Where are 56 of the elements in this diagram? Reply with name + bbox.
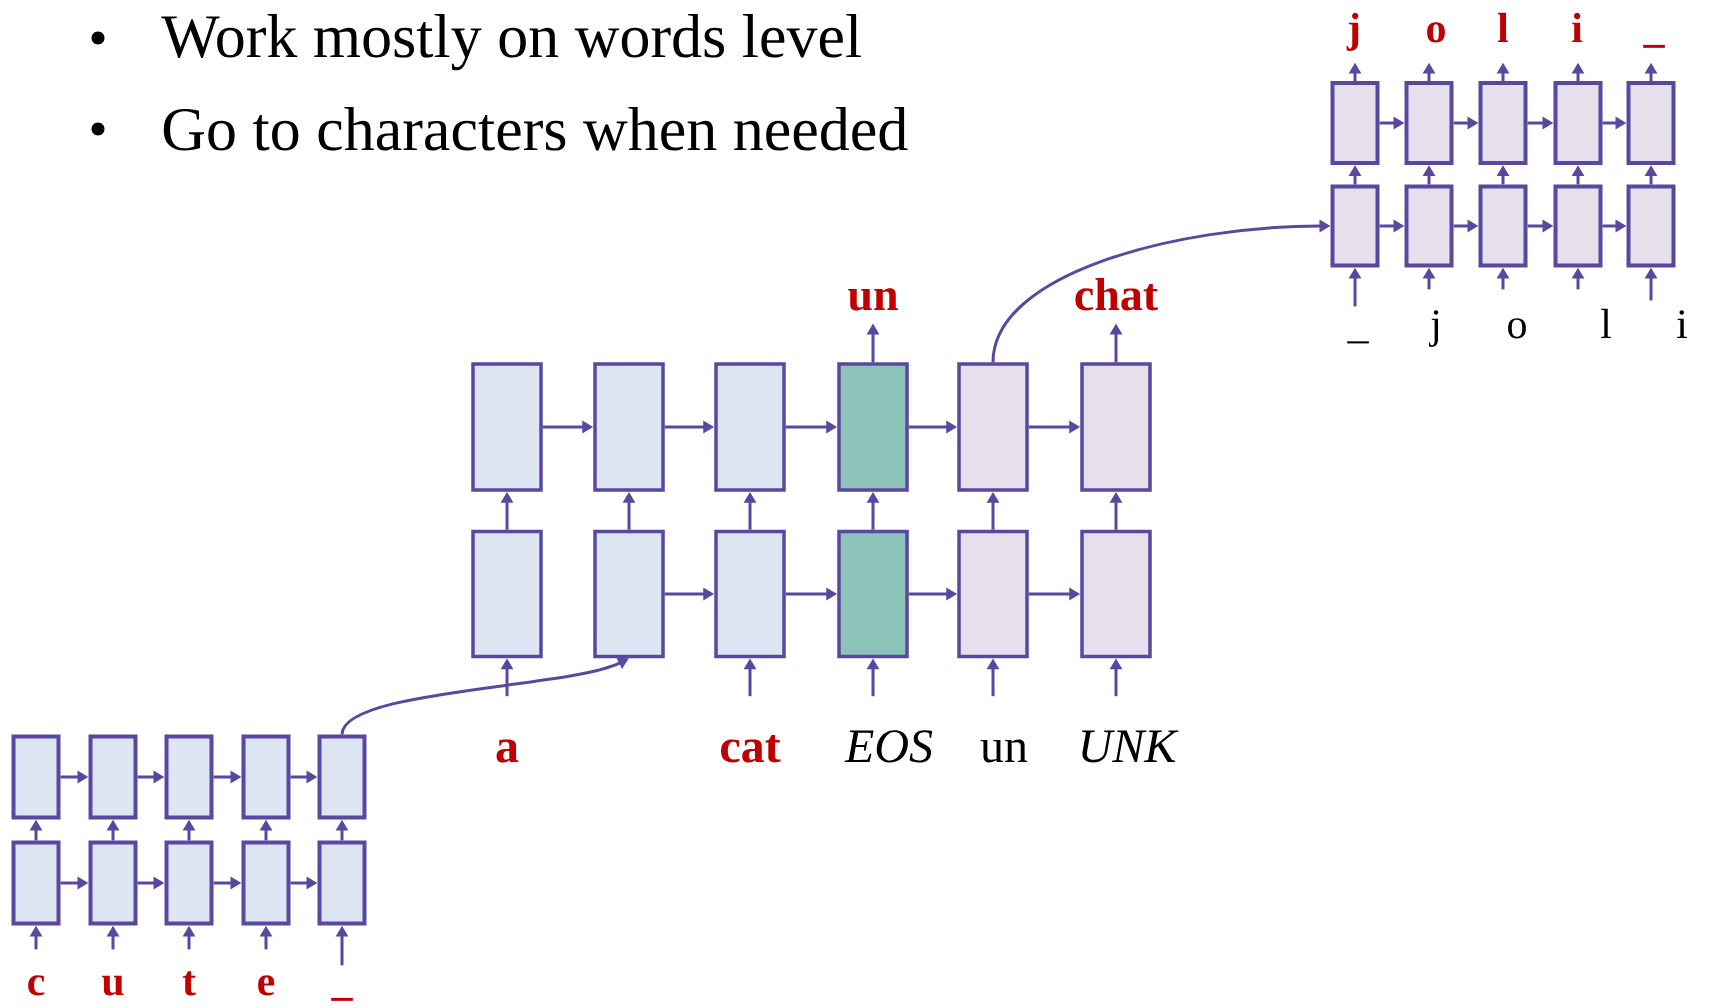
rnn-cell — [88, 840, 138, 926]
rnn-cell — [1478, 184, 1528, 268]
rnn-cell — [593, 362, 665, 492]
rnn-cell — [1626, 184, 1676, 268]
rnn-cell — [241, 840, 291, 926]
rnn-cell — [1080, 529, 1152, 659]
input-label: i — [1677, 310, 1688, 338]
rnn-cell — [837, 362, 909, 492]
rnn-cell — [714, 529, 786, 659]
rnn-cell — [957, 529, 1029, 659]
input-label: e — [258, 975, 275, 996]
output-label: j — [1346, 12, 1359, 51]
rnn-cell — [471, 529, 543, 659]
rnn-cell — [1553, 184, 1603, 268]
input-label: l — [1601, 308, 1611, 338]
rnn-cell — [1626, 81, 1676, 165]
input-label: EOS — [844, 730, 933, 763]
input-label: un — [980, 739, 1028, 763]
rnn-cell — [1330, 184, 1380, 268]
rnn-cell — [11, 734, 61, 820]
rnn-cell — [1080, 362, 1152, 492]
input-label: a — [496, 739, 519, 763]
rnn-cell — [241, 734, 291, 820]
input-label: t — [182, 971, 196, 996]
rnn-cell — [593, 529, 665, 659]
input-label: o — [1508, 318, 1526, 339]
rnn-cell — [317, 840, 367, 926]
input-label: j — [1428, 310, 1439, 347]
output-label: l — [1498, 12, 1509, 42]
rnn-cell — [164, 840, 214, 926]
output-label: _ — [1643, 44, 1665, 48]
output-label: un — [848, 288, 898, 311]
rnn-cell — [471, 362, 543, 492]
rnn-cell — [714, 362, 786, 492]
rnn-cell — [957, 362, 1029, 492]
bullet-text: Go to characters when needed — [163, 107, 908, 151]
rnn-cell — [1330, 81, 1380, 165]
input-label: _ — [1347, 341, 1369, 344]
bullet-text: Work mostly on words level — [161, 14, 861, 71]
input-label: _ — [331, 997, 353, 1001]
rnn-cell — [1553, 81, 1603, 165]
rnn-cell — [1404, 81, 1454, 165]
output-label: o — [1427, 22, 1445, 43]
input-label: u — [101, 975, 124, 996]
rnn-cell — [88, 734, 138, 820]
input-label: c — [28, 975, 45, 996]
input-label: UNK — [1082, 730, 1179, 763]
rnn-cell — [164, 734, 214, 820]
rnn-cell — [1404, 184, 1454, 268]
rnn-cell — [1478, 81, 1528, 165]
output-label: chat — [1075, 278, 1158, 311]
output-label: i — [1572, 12, 1583, 42]
rnn-cell — [11, 840, 61, 926]
input-label: cat — [721, 734, 781, 763]
rnn-cell — [317, 734, 367, 820]
rnn-cell — [837, 529, 909, 659]
